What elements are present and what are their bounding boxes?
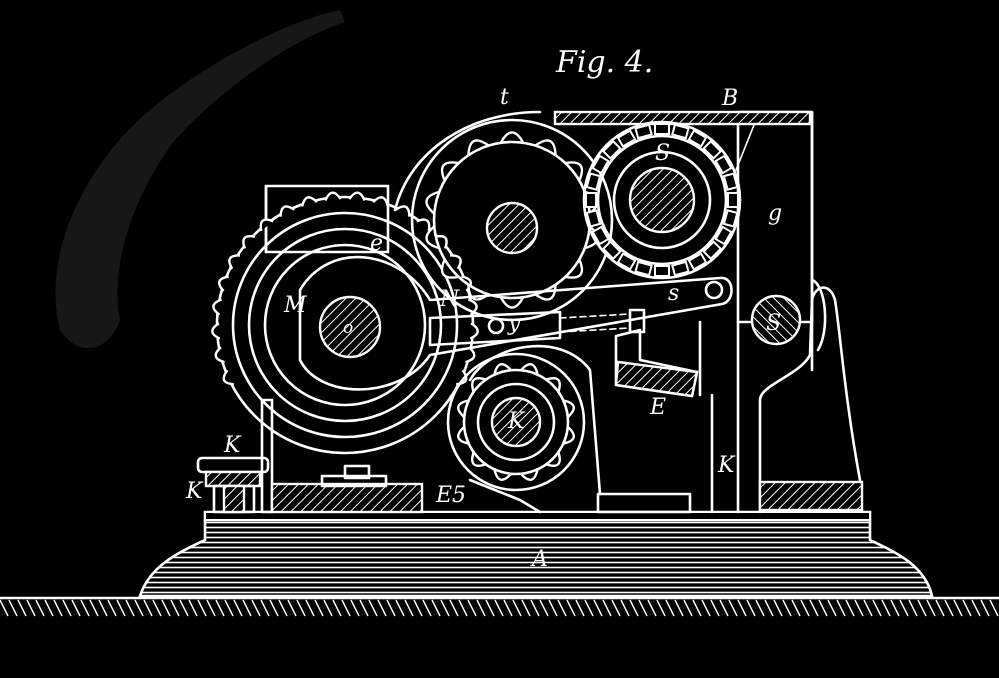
label-B: B bbox=[721, 86, 738, 111]
ground-line bbox=[0, 596, 999, 617]
label-K-right: K bbox=[717, 453, 736, 478]
label-K-top: K bbox=[223, 433, 242, 458]
label-N: N bbox=[439, 287, 460, 312]
label-S: S bbox=[655, 141, 670, 166]
label-K-bottom: K bbox=[185, 479, 204, 504]
armature-block bbox=[614, 328, 699, 398]
label-t: t bbox=[500, 85, 509, 110]
label-M: M bbox=[283, 293, 307, 318]
label-K-pinion: K bbox=[507, 409, 526, 434]
label-y: y bbox=[507, 311, 521, 336]
label-S-shaft: S bbox=[766, 311, 781, 336]
figure-title: Fig. 4. bbox=[555, 45, 653, 80]
paper-smudge bbox=[55, 10, 345, 349]
label-s: s bbox=[668, 281, 679, 306]
right-pedestal bbox=[758, 278, 864, 514]
label-E: E bbox=[649, 395, 666, 420]
lower-pinion bbox=[446, 344, 602, 514]
label-g: g bbox=[768, 201, 782, 226]
base-blocks bbox=[270, 464, 692, 514]
label-e-wheel: e bbox=[370, 231, 383, 256]
label-A: A bbox=[530, 547, 548, 572]
large-wheel bbox=[211, 191, 479, 455]
labels: Fig. 4. t B S g e M N y o s S K E E5 K K… bbox=[185, 45, 782, 572]
right-gear bbox=[582, 120, 742, 280]
label-E5: E5 bbox=[435, 483, 466, 508]
label-o: o bbox=[343, 318, 353, 338]
binding-screw bbox=[196, 456, 270, 514]
base-plate bbox=[138, 510, 934, 598]
